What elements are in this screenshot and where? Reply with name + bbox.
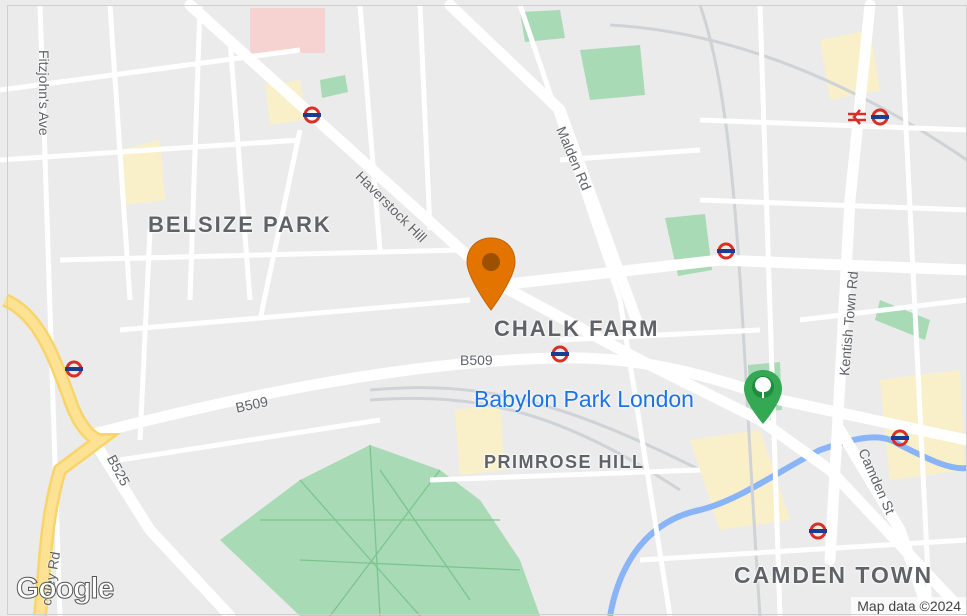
chalk-farm-road (494, 254, 967, 291)
main-roads (84, 0, 967, 616)
park-paths (260, 444, 521, 616)
camden-st-road (834, 424, 936, 616)
small-park (580, 45, 645, 100)
regents-canal (607, 434, 967, 616)
national-rail-icon[interactable] (846, 108, 868, 126)
underground-station-icon[interactable] (550, 344, 570, 364)
kentish-town-road (824, 0, 876, 566)
underground-station-icon[interactable] (890, 428, 910, 448)
small-park (320, 75, 348, 98)
road-label-b509: B509 (460, 352, 493, 368)
underground-station-icon[interactable] (870, 107, 890, 127)
park-tree-icon[interactable] (742, 368, 784, 426)
b509-road (84, 352, 967, 446)
b525-road (84, 429, 236, 616)
area-label-camden-town: CAMDEN TOWN (734, 562, 934, 588)
google-logo[interactable]: Google (15, 572, 114, 606)
hospital-area (250, 8, 325, 53)
haverstock-hill-road (184, 0, 967, 616)
area-label-chalk-farm: CHALK FARM (494, 316, 660, 341)
road-label-fitzjohns-ave: Fitzjohn's Ave (36, 50, 52, 136)
underground-station-icon[interactable] (716, 241, 736, 261)
primrose-hill-park (220, 445, 540, 616)
malden-road (444, 0, 646, 336)
underground-station-icon[interactable] (808, 521, 828, 541)
underground-station-icon[interactable] (64, 359, 84, 379)
area-label-belsize-park: BELSIZE PARK (148, 212, 332, 237)
map-attribution[interactable]: Map data ©2024 (851, 597, 967, 616)
area-label-primrose-hill: PRIMROSE HILL (484, 452, 645, 472)
underground-station-icon[interactable] (302, 105, 322, 125)
location-pin-icon[interactable] (463, 236, 519, 312)
minor-roads (0, 4, 967, 616)
rail-lines (369, 4, 967, 616)
poi-label-babylon-park[interactable]: Babylon Park London (474, 386, 694, 412)
